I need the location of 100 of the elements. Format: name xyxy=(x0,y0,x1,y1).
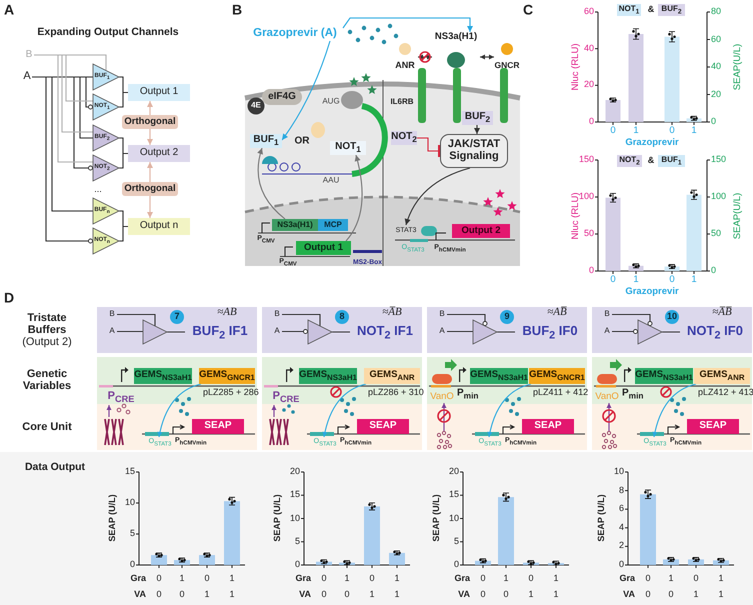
codon-label: AAU xyxy=(322,176,340,186)
tick-label: 100 xyxy=(711,192,726,202)
arrow xyxy=(652,383,696,438)
tick-label: 150 xyxy=(711,155,726,165)
input-label: B xyxy=(107,309,117,320)
row-label: VA xyxy=(458,590,470,600)
receptor-icon xyxy=(102,417,124,447)
arrow xyxy=(147,196,153,218)
axis-title: SEAP (U/L) xyxy=(597,494,607,542)
row-label: VA xyxy=(299,590,311,600)
input-label: B xyxy=(272,309,282,320)
arrow xyxy=(106,405,112,417)
gate-triangle xyxy=(308,320,332,344)
tick-label: 1 xyxy=(204,590,210,600)
buffer-tag: BUF$_{2}$ xyxy=(658,4,685,16)
text-label: & xyxy=(648,5,654,15)
tick-label: 1 xyxy=(180,574,184,584)
tick-label: 1 xyxy=(694,590,698,600)
arrow xyxy=(147,162,153,182)
plasmid-label: pLZ286 + 310 xyxy=(368,388,424,398)
plasmid-label: pLZ285 + 286 xyxy=(203,388,259,398)
output-band: Output 1 xyxy=(128,84,190,101)
output-band: Output n xyxy=(128,218,190,235)
tick-label: 150 xyxy=(578,155,594,165)
text-label: & xyxy=(648,156,654,166)
tick-label: 1 xyxy=(554,590,558,600)
panel-letter: D xyxy=(4,290,14,306)
tick-label: 0 xyxy=(504,590,508,600)
tick-label: 0 xyxy=(711,266,716,276)
tick-label: 40 xyxy=(584,44,594,54)
row-label: VA xyxy=(134,590,146,600)
tick-label: 1 xyxy=(528,590,534,600)
buffer-tag: BUF$_{1}$ xyxy=(250,134,282,148)
promoter-label: P$_{min}$ xyxy=(622,387,644,401)
connector-line xyxy=(167,331,185,333)
promoter-label: VanO xyxy=(429,390,455,403)
axis-title: SEAP (U/L) xyxy=(273,494,283,542)
gene-box: SEAP xyxy=(192,419,244,434)
text-label: OR xyxy=(294,136,310,146)
gene-box: GEMS$_{ANR}$ xyxy=(694,368,750,384)
plasmid-label: pLZ412 + 413 xyxy=(698,388,753,398)
row-label: Gra xyxy=(619,574,635,584)
codon-label: AUG xyxy=(322,98,340,106)
tick-label: 0 xyxy=(294,560,300,570)
tick-label: 0 xyxy=(669,126,675,136)
input-label: B xyxy=(24,49,34,61)
not-tag: NOT$_{2}$ xyxy=(391,131,417,145)
gate-label: BUF$_{2}$ IF1 xyxy=(185,324,255,342)
tick-label: 0 xyxy=(610,126,616,136)
axis-title: Nluc (RLU) xyxy=(570,192,581,239)
inverted-input-line xyxy=(612,314,652,326)
double-arrow xyxy=(480,54,494,60)
gate-label: BUF$_{2}$ IF0 xyxy=(515,324,585,342)
tick-label: 1 xyxy=(344,574,350,584)
tick-label: 8 xyxy=(618,486,624,496)
tick-label: 0 xyxy=(480,574,486,584)
arrow xyxy=(158,383,202,438)
arrow xyxy=(346,154,363,242)
molecule-icon xyxy=(435,431,453,449)
receptor-icon xyxy=(267,417,289,447)
formula-label: ≈AB̅ xyxy=(547,306,567,318)
axis-title: SEAP (U/L) xyxy=(108,494,118,542)
tick-label: 0 xyxy=(669,274,675,286)
inverted-input-line xyxy=(282,329,308,334)
tick-label: 1 xyxy=(691,274,697,286)
tick-label: 1 xyxy=(394,590,400,600)
axis-title: Grazoprevir xyxy=(625,138,679,148)
tick-label: 0 xyxy=(694,574,698,584)
row-label: Gra xyxy=(454,574,470,584)
tick-label: 0 xyxy=(156,574,162,584)
panel-letter: A xyxy=(4,2,14,18)
tick-label: 0 xyxy=(668,590,674,600)
arrow xyxy=(272,405,276,417)
tick-label: 15 xyxy=(124,467,135,477)
output-band: Output 2 xyxy=(128,145,190,162)
input-label: A xyxy=(602,326,612,337)
panel-title: Expanding Output Channels xyxy=(37,27,179,39)
panel-letter: B xyxy=(232,2,242,18)
tick-label: 100 xyxy=(578,192,594,202)
formula-label: ≈A̅B xyxy=(382,306,402,318)
tick-label: 1 xyxy=(668,574,674,584)
tick-label: 0 xyxy=(454,560,459,570)
tick-label: 15 xyxy=(448,490,459,500)
orthogonal-tag: Orthogonal xyxy=(122,182,178,196)
gene-box: GEMS$_{ANR}$ xyxy=(364,368,420,384)
promoter-label: P$_{min}$ xyxy=(457,387,478,401)
tick-label: 20 xyxy=(584,80,594,90)
tick-label: 1 xyxy=(633,274,639,286)
tick-label: 0 xyxy=(322,590,326,600)
tick-label: 4 xyxy=(618,522,624,533)
tick-label: 40 xyxy=(711,62,722,72)
gene-box: SEAP xyxy=(687,419,739,434)
tick-label: 5 xyxy=(130,529,135,539)
tick-label: 2 xyxy=(618,541,624,552)
tick-label: 0 xyxy=(646,574,650,584)
tick-label: 0 xyxy=(588,117,594,127)
tick-label: 20 xyxy=(290,467,300,477)
gene-box: NS3a(H1) xyxy=(272,219,318,231)
tick-label: 0 xyxy=(588,266,594,276)
inverted-input-line xyxy=(612,329,638,334)
